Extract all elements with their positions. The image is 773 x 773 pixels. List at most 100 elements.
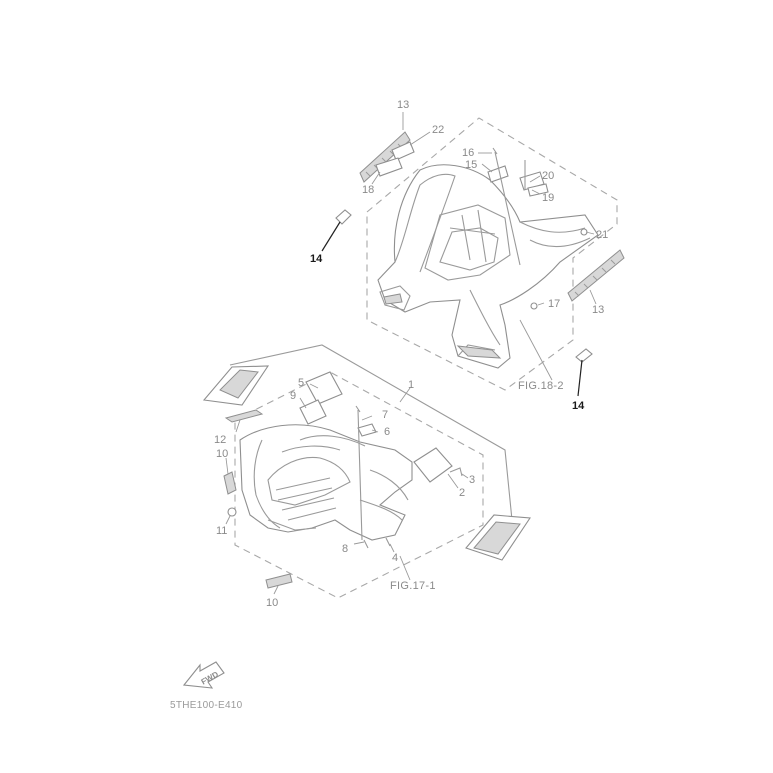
leader-2 <box>447 473 459 489</box>
rear-fender-left-wing <box>394 173 456 273</box>
rear-left-stripe-decal-hatch <box>365 143 403 177</box>
figure-ref-rear: FIG.18-2 <box>518 380 564 392</box>
rear-label-19 <box>527 183 549 197</box>
rear-left-stripe-decal <box>359 131 411 183</box>
diagram-code: 5THE100-E410 <box>170 700 243 711</box>
front-assembly-boundary <box>234 371 484 599</box>
leader-14b <box>577 359 583 397</box>
leader-4 <box>389 543 395 553</box>
front-side-cover-2 <box>413 447 453 483</box>
leader-fig18 <box>519 319 553 381</box>
rear-fender-seat-well <box>424 204 511 281</box>
rear-fender-body <box>377 164 599 369</box>
leader-11 <box>225 515 231 525</box>
rear-fender-taillight <box>456 345 502 359</box>
front-stay-3 <box>449 467 463 477</box>
callout-11: 11 <box>216 525 227 537</box>
fwd-arrow-icon <box>182 661 225 689</box>
front-assembly-outline <box>229 344 513 521</box>
callout-3: 3 <box>469 474 475 486</box>
callout-6: 6 <box>384 426 390 438</box>
front-fender-right-arch <box>359 469 409 521</box>
callout-5: 5 <box>298 377 304 389</box>
callout-13-top: 13 <box>397 99 409 111</box>
callout-19: 19 <box>542 192 554 204</box>
callout-20: 20 <box>542 170 554 182</box>
leader-5 <box>309 383 319 389</box>
leader-17 <box>537 302 545 306</box>
leader-10b <box>273 585 279 595</box>
leader-10a <box>225 457 229 475</box>
rear-assembly-boundary <box>366 117 618 391</box>
front-fender-body <box>239 424 413 541</box>
callout-22: 22 <box>432 124 444 136</box>
callout-13-right: 13 <box>592 304 604 316</box>
leader-8 <box>353 541 365 545</box>
leader-12 <box>235 419 241 433</box>
front-fender-grille-slats <box>275 477 337 521</box>
rear-fender-inner-rib <box>449 209 496 263</box>
front-bolt-7 <box>355 405 363 541</box>
leader-13b <box>589 289 597 305</box>
front-panel-6 <box>357 423 377 437</box>
leader-18 <box>371 171 381 185</box>
leader-15 <box>481 163 493 173</box>
leader-9 <box>299 397 307 409</box>
front-lower-reflector-10 <box>265 573 293 589</box>
decal-14-lower <box>575 348 593 363</box>
rear-right-stripe-decal <box>567 249 625 302</box>
leader-21 <box>585 231 595 235</box>
callout-16: 16 <box>462 147 474 159</box>
callout-2: 2 <box>459 487 465 499</box>
front-right-decal-fill <box>473 521 521 555</box>
callout-17: 17 <box>548 298 560 310</box>
callout-14-lower: 14 <box>572 400 585 412</box>
callout-4: 4 <box>392 552 398 564</box>
leader-3 <box>461 473 469 479</box>
leader-19 <box>531 189 541 195</box>
rear-bolt-16 <box>492 147 521 266</box>
front-cap-11 <box>227 507 237 517</box>
callout-14-upper: 14 <box>310 253 323 265</box>
rear-fender-lower-left <box>379 285 411 311</box>
callout-7: 7 <box>382 409 388 421</box>
rear-grommet-17 <box>530 302 538 310</box>
front-fender-nose <box>267 519 317 531</box>
leader-6 <box>371 429 379 433</box>
callout-10-bottom: 10 <box>266 597 278 609</box>
rear-small-plate-22 <box>391 141 415 161</box>
front-panel-9 <box>299 399 327 425</box>
front-emblem-12 <box>224 409 264 423</box>
leader-20 <box>529 175 541 183</box>
callout-12: 12 <box>214 434 226 446</box>
figure-ref-front: FIG.17-1 <box>390 580 436 592</box>
leader-22 <box>409 131 431 146</box>
front-fender-headlight-area <box>267 456 351 506</box>
rear-fender-group: 13 22 18 16 15 20 19 21 17 13 14 14 FIG.… <box>310 99 625 412</box>
decal-14-upper <box>335 209 352 225</box>
leader-fig17 <box>399 555 411 581</box>
leader-7 <box>361 415 373 421</box>
callout-21: 21 <box>596 229 608 241</box>
callout-15: 15 <box>465 159 477 171</box>
front-left-reflector-10 <box>223 471 237 495</box>
callout-8: 8 <box>342 543 348 555</box>
front-panel-5 <box>305 371 343 405</box>
callout-9: 9 <box>290 390 296 402</box>
leader-1 <box>399 387 411 403</box>
rear-right-stripe-decal-hatch <box>574 259 616 297</box>
front-bolt-8 <box>363 539 369 549</box>
rear-fender-storage <box>439 227 499 271</box>
forward-indicator: FWD <box>182 661 225 689</box>
callout-18: 18 <box>362 184 374 196</box>
leader-14a <box>321 221 341 252</box>
callout-1: 1 <box>408 379 414 391</box>
front-fender-group: 1 5 9 7 6 12 10 3 2 11 8 4 10 FIG.17-1 <box>202 344 531 609</box>
rear-fender-lower-flap <box>457 289 501 357</box>
rear-label-15 <box>487 165 509 183</box>
rear-fender-grille <box>383 293 403 305</box>
rear-fender-right-wing <box>519 221 591 247</box>
front-bolt-4 <box>385 537 391 547</box>
rear-small-plate-18 <box>375 157 403 177</box>
